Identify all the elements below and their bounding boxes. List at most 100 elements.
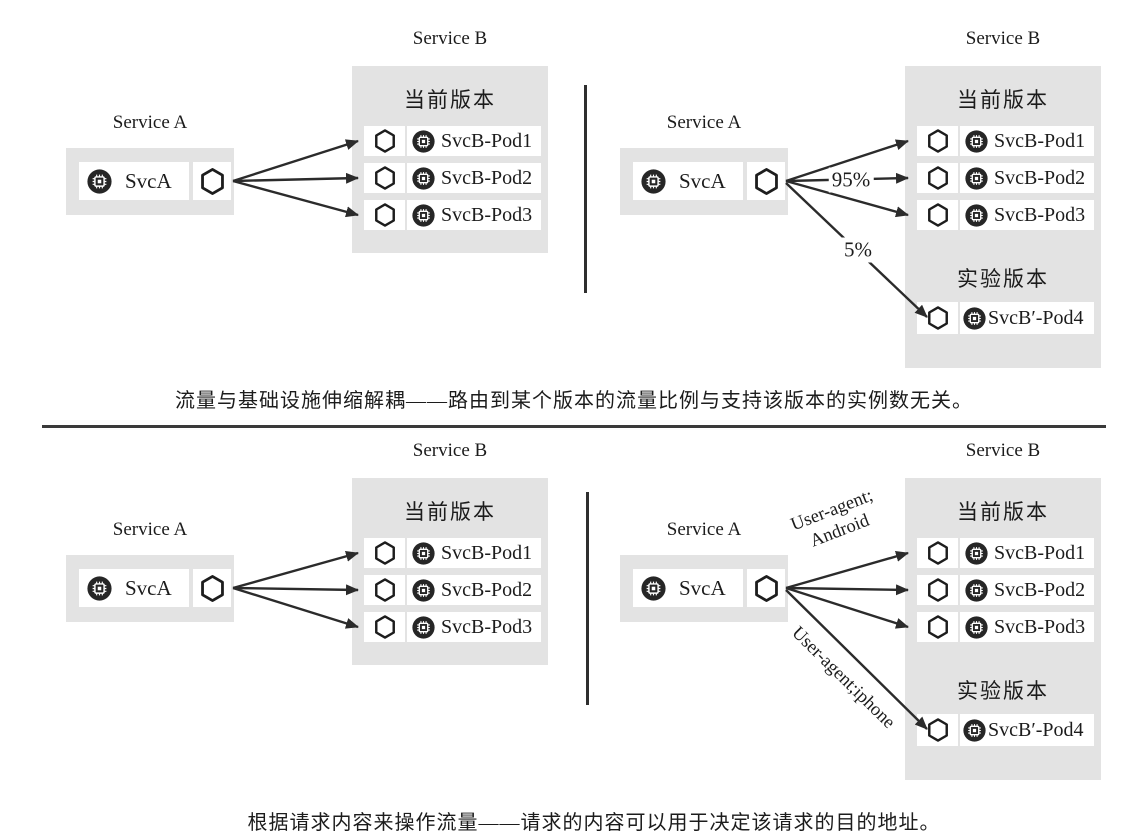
workload-label: SvcA xyxy=(679,168,726,193)
container-chip-icon xyxy=(963,307,986,330)
arrow-p2-pod1 xyxy=(232,550,359,590)
container-chip-icon xyxy=(965,542,988,565)
service-a-title: Service A xyxy=(112,112,188,133)
pod-box: SvcB-Pod3 xyxy=(960,200,1094,230)
container-chip-icon xyxy=(641,576,666,601)
proxy-box xyxy=(917,126,958,156)
arrow-p0-pod1 xyxy=(232,139,359,183)
proxy-box xyxy=(917,302,958,334)
proxy-box xyxy=(917,538,958,568)
version-label-current: 当前版本 xyxy=(957,500,1049,524)
traffic-percent-95-label: 95% xyxy=(828,167,874,193)
workload-pod-svca: SvcA xyxy=(79,162,189,200)
pod-box: SvcB-Pod1 xyxy=(960,538,1094,568)
arrow-p2-pod2 xyxy=(232,584,359,596)
service-a-title: Service A xyxy=(666,519,742,540)
arrow-p0-pod3 xyxy=(232,179,359,218)
pod-label: SvcB-Pod1 xyxy=(994,541,1086,564)
pod-box: SvcB-Pod2 xyxy=(407,163,541,193)
container-chip-icon xyxy=(963,719,986,742)
pod-box: SvcB-Pod1 xyxy=(407,126,541,156)
container-chip-icon xyxy=(412,130,435,153)
container-chip-icon xyxy=(412,579,435,602)
hexagon-proxy-icon xyxy=(928,718,948,742)
service-a-title: Service A xyxy=(112,519,188,540)
hexagon-proxy-icon xyxy=(928,541,948,565)
traffic-percent-5-label: 5% xyxy=(841,237,875,263)
hexagon-proxy-icon xyxy=(928,129,948,153)
hexagon-proxy-icon xyxy=(928,615,948,639)
horizontal-divider xyxy=(42,425,1106,428)
vertical-divider-bottom xyxy=(586,492,589,705)
pod-box: SvcB-Pod1 xyxy=(407,538,541,568)
proxy-box xyxy=(917,200,958,230)
pod-box: SvcB-Pod3 xyxy=(960,612,1094,642)
pod-label: SvcB-Pod1 xyxy=(441,129,533,152)
pod-box: SvcB′-Pod4 xyxy=(960,302,1094,334)
workload-pod-svca: SvcA xyxy=(79,569,189,607)
pod-label: SvcB-Pod2 xyxy=(994,578,1086,601)
pod-box: SvcB-Pod3 xyxy=(407,612,541,642)
container-chip-icon xyxy=(412,542,435,565)
user-agent-android-label: User-agent; Android xyxy=(788,485,884,557)
container-chip-icon xyxy=(412,204,435,227)
version-label-experimental: 实验版本 xyxy=(957,267,1049,291)
pod-label: SvcB-Pod3 xyxy=(994,615,1086,638)
hexagon-proxy-icon xyxy=(375,615,395,639)
hexagon-proxy-icon xyxy=(375,166,395,190)
proxy-box xyxy=(917,163,958,193)
proxy-box xyxy=(364,538,405,568)
user-agent-iphone-label: User-agent;iphone xyxy=(787,623,899,733)
workload-pod-svca: SvcA xyxy=(633,162,743,200)
hexagon-proxy-icon xyxy=(928,578,948,602)
hexagon-proxy-icon xyxy=(375,541,395,565)
arrow-p2-pod3 xyxy=(232,586,359,629)
container-chip-icon xyxy=(412,616,435,639)
proxy-box xyxy=(747,162,785,200)
proxy-box xyxy=(364,163,405,193)
proxy-box xyxy=(364,612,405,642)
container-chip-icon xyxy=(412,167,435,190)
proxy-box xyxy=(364,575,405,605)
arrow-p0-pod2 xyxy=(232,172,359,184)
proxy-box xyxy=(917,714,958,746)
container-chip-icon xyxy=(965,616,988,639)
hexagon-proxy-icon xyxy=(375,578,395,602)
container-chip-icon xyxy=(965,204,988,227)
pod-label: SvcB′-Pod4 xyxy=(988,306,1084,329)
workload-label: SvcA xyxy=(125,575,172,600)
version-label-current: 当前版本 xyxy=(404,500,496,524)
version-label-current: 当前版本 xyxy=(404,88,496,112)
pod-box: SvcB′-Pod4 xyxy=(960,714,1094,746)
service-b-title: Service B xyxy=(965,440,1041,461)
pod-box: SvcB-Pod2 xyxy=(960,163,1094,193)
arrow-p3-pod3 xyxy=(785,586,909,629)
proxy-box xyxy=(364,126,405,156)
proxy-box xyxy=(193,162,231,200)
proxy-box xyxy=(917,612,958,642)
hexagon-proxy-icon xyxy=(755,575,778,602)
proxy-box xyxy=(193,569,231,607)
arrow-p3-pod2 xyxy=(785,584,909,596)
container-chip-icon xyxy=(965,130,988,153)
container-chip-icon xyxy=(87,576,112,601)
caption-top: 流量与基础设施伸缩解耦——路由到某个版本的流量比例与支持该版本的实例数无关。 xyxy=(175,390,973,412)
proxy-box xyxy=(747,569,785,607)
arrow-p3-pod1 xyxy=(785,551,909,590)
pod-label: SvcB-Pod3 xyxy=(994,203,1086,226)
hexagon-proxy-icon xyxy=(375,129,395,153)
workload-label: SvcA xyxy=(679,575,726,600)
container-chip-icon xyxy=(87,169,112,194)
pod-box: SvcB-Pod2 xyxy=(960,575,1094,605)
service-b-title: Service B xyxy=(412,28,488,49)
pod-label: SvcB-Pod1 xyxy=(994,129,1086,152)
pod-box: SvcB-Pod2 xyxy=(407,575,541,605)
service-b-title: Service B xyxy=(965,28,1041,49)
pod-box: SvcB-Pod3 xyxy=(407,200,541,230)
hexagon-proxy-icon xyxy=(375,203,395,227)
pod-label: SvcB-Pod1 xyxy=(441,541,533,564)
hexagon-proxy-icon xyxy=(928,203,948,227)
service-a-title: Service A xyxy=(666,112,742,133)
pod-label: SvcB-Pod2 xyxy=(441,578,533,601)
caption-bottom: 根据请求内容来操作流量——请求的内容可以用于决定该请求的目的地址。 xyxy=(247,812,941,834)
